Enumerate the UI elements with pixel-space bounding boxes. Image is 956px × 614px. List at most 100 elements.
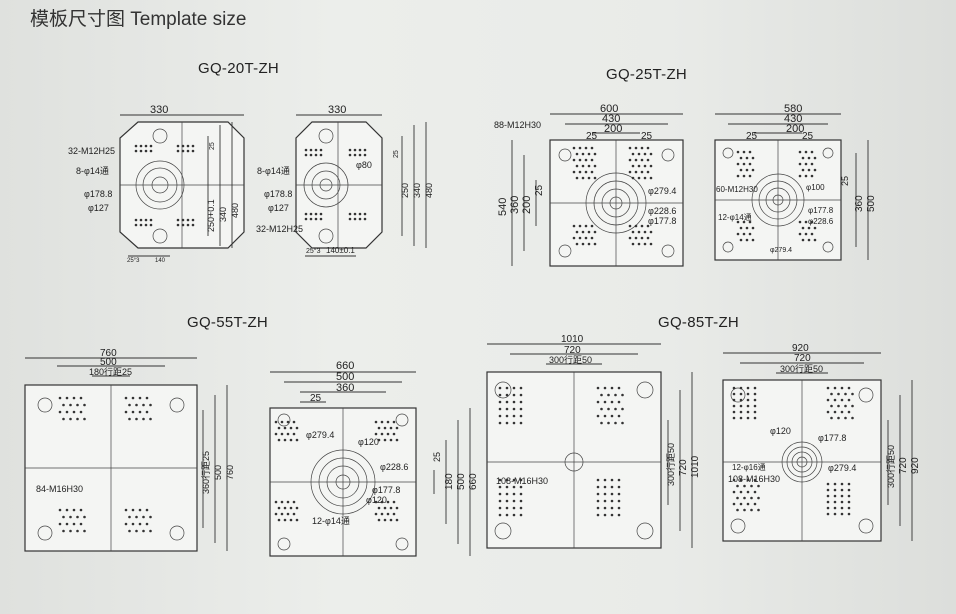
tapped-hole-dot bbox=[826, 500, 830, 504]
tapped-hole-dot bbox=[742, 232, 746, 236]
tapped-hole-dot bbox=[745, 238, 749, 242]
tapped-hole-dot bbox=[739, 226, 743, 230]
tapped-hole-dot bbox=[512, 506, 516, 510]
tapped-hole-dot bbox=[603, 414, 607, 418]
tapped-hole-dot bbox=[739, 404, 743, 408]
gq20a-offset: 25 bbox=[209, 142, 216, 150]
gq25-plate-a: 600 430 200 25 25 88-M12H30 540 360 200 … bbox=[494, 103, 684, 267]
tapped-hole-dot bbox=[191, 144, 195, 148]
tapped-hole-dot bbox=[646, 146, 650, 150]
tapped-hole-dot bbox=[634, 224, 638, 228]
tapped-hole-dot bbox=[295, 506, 299, 510]
tapped-hole-dot bbox=[135, 515, 138, 519]
tapped-hole-dot bbox=[607, 421, 610, 425]
gq20b-tapped-holes: 32-M12H25 bbox=[256, 224, 303, 234]
tapped-hole-dot bbox=[377, 518, 381, 522]
tapped-hole-dot bbox=[76, 515, 79, 519]
tapped-hole-dot bbox=[743, 484, 746, 488]
tapped-hole-dot bbox=[590, 158, 594, 162]
tapped-hole-dot bbox=[813, 238, 817, 242]
tapped-hole-dot bbox=[145, 410, 149, 414]
tapped-hole-dot bbox=[801, 238, 805, 242]
tapped-hole-dot bbox=[746, 478, 750, 482]
tapped-hole-dot bbox=[79, 396, 83, 400]
tapped-hole-patterns bbox=[58, 144, 854, 533]
tapped-hole-dot bbox=[640, 146, 644, 150]
tapped-hole-dot bbox=[745, 168, 749, 172]
gq85-plate-a: 1010 720 300行距50 108-M16H30 300行距50 720 … bbox=[486, 334, 701, 549]
tapped-hole-dot bbox=[643, 230, 647, 234]
tapped-hole-dot bbox=[649, 176, 653, 180]
tapped-hole-dot bbox=[392, 420, 396, 424]
tapped-hole-dot bbox=[801, 156, 805, 160]
tapped-hole-dot bbox=[505, 499, 509, 503]
tapped-hole-dot bbox=[840, 494, 844, 498]
tapped-hole-dot bbox=[498, 492, 502, 496]
gq25a-width-2: 430 bbox=[602, 113, 620, 125]
gq25a-pitch-2: 25 bbox=[641, 131, 653, 142]
tapped-hole-dot bbox=[587, 230, 591, 234]
tapped-hole-dot bbox=[596, 478, 600, 482]
tapped-hole-dot bbox=[833, 506, 837, 510]
tapped-hole-dot bbox=[614, 393, 617, 397]
tapped-hole-dot bbox=[753, 490, 757, 494]
tapped-hole-dot bbox=[131, 508, 135, 512]
tapped-hole-dot bbox=[72, 396, 76, 400]
tapped-hole-dot bbox=[128, 417, 131, 421]
gq55b-dia-5: φ120 bbox=[366, 495, 387, 505]
tapped-hole-dot bbox=[810, 220, 814, 224]
tapped-hole-dot bbox=[847, 482, 851, 486]
tapped-hole-dot bbox=[833, 410, 837, 414]
tapped-hole-dot bbox=[584, 236, 588, 240]
gq25a-pitch-1: 25 bbox=[586, 131, 598, 142]
tapped-hole-dot bbox=[512, 393, 516, 397]
gq20b-dia-3: φ127 bbox=[268, 203, 289, 213]
tapped-hole-dot bbox=[58, 522, 62, 526]
tapped-hole-dot bbox=[519, 386, 523, 390]
tapped-hole-dot bbox=[380, 420, 384, 424]
tapped-hole-dot bbox=[505, 386, 509, 390]
gq85b-width-2: 720 bbox=[794, 353, 811, 364]
tapped-hole-dot bbox=[739, 392, 743, 396]
tapped-hole-dot bbox=[603, 492, 607, 496]
tapped-hole-dot bbox=[739, 410, 743, 414]
gq20a-width: 330 bbox=[150, 104, 168, 116]
tapped-hole-dot bbox=[804, 150, 808, 154]
model-label-gq85: GQ-85T-ZH bbox=[658, 314, 740, 331]
tapped-hole-dot bbox=[289, 426, 293, 430]
tapped-hole-dot bbox=[643, 242, 647, 246]
gq55-plate-a: 760 500 180行距25 84-M16H30 360行距25 500 76… bbox=[24, 348, 235, 552]
gq85b-width-1: 920 bbox=[792, 343, 809, 354]
tapped-hole-dot bbox=[593, 176, 597, 180]
tapped-hole-dot bbox=[607, 407, 610, 411]
gq25a-tapped-holes: 88-M12H30 bbox=[494, 120, 541, 130]
tapped-hole-dot bbox=[280, 500, 284, 504]
tapped-hole-dot bbox=[519, 407, 523, 411]
tapped-hole-dot bbox=[643, 176, 647, 180]
gq25b-dia-3: φ228.6 bbox=[808, 217, 834, 226]
gq55a-tapped-holes: 84-M16H30 bbox=[36, 484, 83, 494]
tapped-hole-dot bbox=[377, 506, 381, 510]
tapped-hole-dot bbox=[79, 410, 83, 414]
tapped-hole-dot bbox=[757, 484, 760, 488]
tapped-hole-dot bbox=[610, 478, 614, 482]
tapped-hole-dot bbox=[186, 223, 190, 227]
tapped-hole-dot bbox=[498, 407, 502, 411]
tapped-hole-dot bbox=[363, 217, 367, 221]
tapped-hole-dot bbox=[280, 432, 284, 436]
tapped-hole-dot bbox=[840, 500, 844, 504]
tapped-hole-dot bbox=[358, 217, 362, 221]
tapped-hole-dot bbox=[512, 407, 516, 411]
tapped-hole-dot bbox=[176, 223, 180, 227]
tapped-hole-dot bbox=[610, 400, 614, 404]
tapped-hole-dot bbox=[751, 156, 755, 160]
gq20a-height-2: 340 bbox=[218, 207, 228, 222]
tapped-hole-dot bbox=[131, 522, 135, 526]
tapped-hole-dot bbox=[505, 407, 509, 411]
tapped-hole-dot bbox=[145, 508, 149, 512]
tapped-hole-dot bbox=[575, 230, 579, 234]
tapped-hole-dot bbox=[732, 490, 736, 494]
tapped-hole-dot bbox=[614, 421, 617, 425]
tapped-hole-dot bbox=[505, 485, 509, 489]
tapped-hole-dot bbox=[732, 404, 736, 408]
